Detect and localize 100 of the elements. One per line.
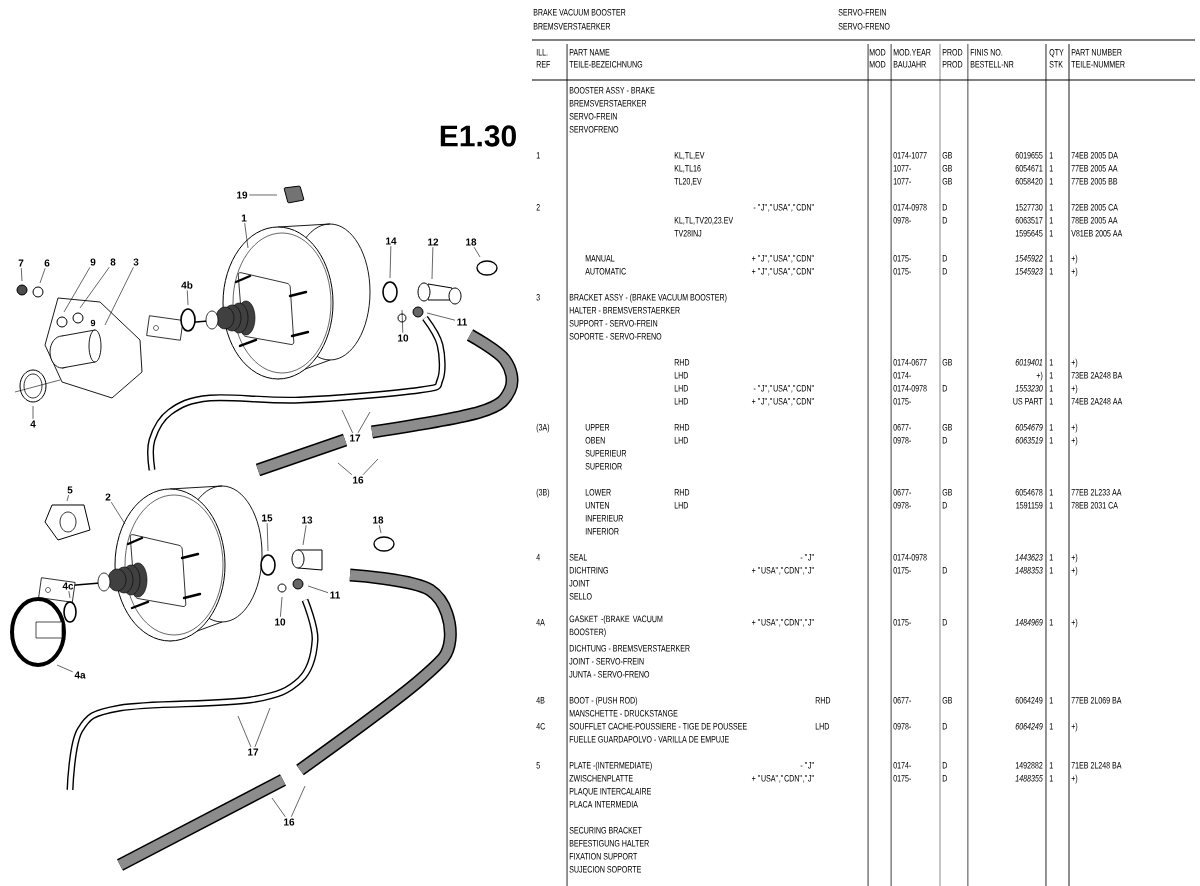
table-text: 1 <box>1049 217 1053 224</box>
table-text: 6063517 <box>1015 217 1043 224</box>
table-text: 1545922 <box>1015 255 1043 262</box>
plate-number: E1.30 <box>440 125 516 147</box>
table-text: US PART <box>1013 398 1043 405</box>
column-header: BESTELL-NR <box>970 61 1014 68</box>
callout-number: 17 <box>248 748 259 756</box>
table-text: KL,TL16 <box>674 165 701 173</box>
table-text: DICHTUNG - BREMSVERSTAERKER <box>569 645 690 652</box>
table-text: 0175- <box>893 268 911 275</box>
leader-line <box>39 267 46 284</box>
callout-number: 9 <box>90 319 96 327</box>
table-text: 1 <box>1049 567 1053 574</box>
callout-number: 11 <box>457 318 467 326</box>
table-text: JOINT - SERVO-FREIN <box>569 658 644 665</box>
leader-line <box>271 785 306 818</box>
column-header: TEILE-BEZEICHNUNG <box>569 61 643 68</box>
leader-line <box>401 309 404 334</box>
table-text: MANUAL <box>585 255 615 262</box>
table-text: D <box>942 723 947 730</box>
leader-line <box>237 707 271 748</box>
table-text: 6054671 <box>1015 165 1043 172</box>
table-text: JUNTA - SERVO-FRENO <box>569 671 650 678</box>
table-text: INFERIEUR <box>585 515 623 522</box>
table-text: 6064249 <box>1015 697 1043 704</box>
table-text: TL20,EV <box>674 178 702 186</box>
table-text: SUPERIEUR <box>585 450 627 457</box>
table-text: + "USA","CDN","J" <box>751 619 814 627</box>
table-text: 1527730 <box>1015 204 1043 211</box>
table-text: 1 <box>1049 255 1053 262</box>
table-text: + "J","USA","CDN" <box>751 255 814 263</box>
table-text: 1 <box>1049 437 1053 444</box>
table-text: 0175- <box>893 775 911 782</box>
callout-number: 4a <box>74 671 86 679</box>
callout-number: 9 <box>90 258 96 266</box>
table-text: GASKET -(BRAKE VACUUM BOOSTER) <box>569 615 663 638</box>
callout-number: 5 <box>67 486 73 494</box>
callout-number: 4 <box>30 420 36 428</box>
table-text: 77EB 2L233 AA <box>1071 489 1122 496</box>
table-text: GB <box>942 489 953 496</box>
table-text: 1077- <box>893 178 911 185</box>
table-text: 1553230 <box>1015 385 1043 392</box>
table-text: +) <box>1036 371 1043 381</box>
table-text: 74EB 2A248 AA <box>1071 398 1123 405</box>
table-text: 0174-0677 <box>893 359 927 366</box>
table-text: D <box>942 567 947 574</box>
table-text: +) <box>1071 254 1078 264</box>
table-text: (3B) <box>536 488 550 498</box>
table-text: SELLO <box>569 593 592 600</box>
table-text: 1 <box>1049 165 1053 172</box>
table-text: SOPORTE - SERVO-FRENO <box>569 333 662 340</box>
table-text: PLATE -(INTERMEDIATE) <box>569 761 652 771</box>
table-text: SERVOFRENO <box>569 126 619 133</box>
table-text: D <box>942 217 947 224</box>
table-text: 1 <box>1049 489 1053 496</box>
table-text: 0175- <box>893 255 911 262</box>
page-heading: BRAKE VACUUM BOOSTER <box>533 9 626 16</box>
table-text: DICHTRING <box>569 567 608 574</box>
leader-line <box>104 266 134 326</box>
table-text: SUPPORT - SERVO-FREIN <box>569 320 658 327</box>
table-text: GB <box>942 178 953 185</box>
table-text: GB <box>942 152 953 159</box>
callout-number: 4b <box>181 281 193 289</box>
leader-line <box>266 522 269 552</box>
table-text: 0978- <box>893 217 911 224</box>
table-text: 0175- <box>893 619 911 626</box>
table-text: - "J" <box>800 554 814 561</box>
table-text: 71EB 2L248 BA <box>1071 762 1122 769</box>
callout-number: 17 <box>350 434 361 442</box>
table-text: +) <box>1071 384 1078 394</box>
table-text: 1 <box>1049 268 1053 275</box>
table-text: 77EB 2005 AA <box>1071 165 1118 172</box>
leader-line <box>32 405 34 420</box>
table-text: +) <box>1071 618 1078 628</box>
table-text: 1595645 <box>1015 230 1043 237</box>
column-header: BAUJAHR <box>893 61 926 68</box>
column-header: PART NUMBER <box>1071 49 1122 56</box>
table-text: 1 <box>1049 775 1053 782</box>
table-text: PLACA INTERMEDIA <box>569 801 638 808</box>
callout-number: 10 <box>398 334 409 342</box>
table-text: GB <box>942 697 953 704</box>
table-text: 1 <box>1049 385 1053 392</box>
table-text: 78EB 2005 AA <box>1071 217 1118 224</box>
callout-number: 7 <box>18 259 24 267</box>
callout-number: 16 <box>284 818 295 826</box>
table-text: 0174-0978 <box>893 554 927 561</box>
table-text: FUELLE GUARDAPOLVO - VARILLA DE EMPUJE <box>569 736 729 743</box>
table-text: 1 <box>1049 204 1053 211</box>
table-text: 4B <box>536 697 545 704</box>
table-text: 2 <box>536 204 540 211</box>
table-text: LHD <box>674 385 688 392</box>
table-text: RHD <box>674 489 690 496</box>
table-text: UPPER <box>585 424 610 431</box>
column-header: PART NAME <box>569 49 610 56</box>
leader-line <box>68 590 71 599</box>
table-text: 3 <box>536 294 540 301</box>
table-text: D <box>942 762 947 769</box>
callout-number: 2 <box>105 493 111 501</box>
table-text: 1 <box>1049 619 1053 626</box>
callout-number: 12 <box>428 238 439 246</box>
